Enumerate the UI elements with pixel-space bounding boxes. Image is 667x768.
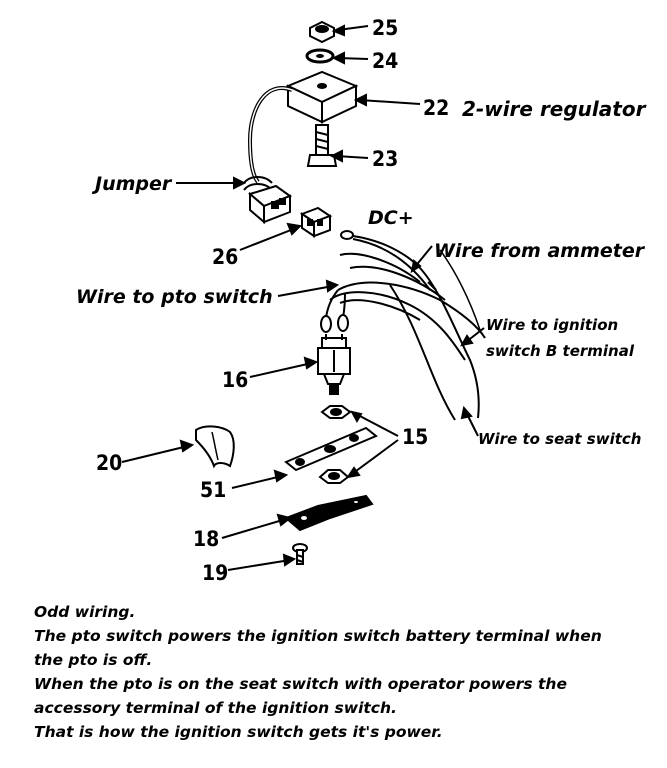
- jumper-connector: [247, 184, 293, 225]
- label-dc-plus: DC+: [368, 207, 414, 229]
- callout-15: 15: [402, 425, 428, 449]
- plate-part-18: [284, 494, 374, 532]
- wiring-notes: Odd wiring. The pto switch powers the ig…: [34, 600, 654, 744]
- label-wire-from-ammeter: Wire from ammeter: [434, 240, 646, 262]
- label-jumper: Jumper: [91, 173, 173, 195]
- callout-20: 20: [96, 451, 122, 475]
- nut-part-15-lower: [318, 469, 350, 484]
- callout-19: 19: [202, 561, 228, 585]
- callout-51: 51: [200, 478, 226, 502]
- note-line-3: the pto is off.: [34, 651, 153, 669]
- note-line-1: Odd wiring.: [34, 603, 136, 621]
- washer-part-24: [305, 48, 335, 64]
- callout-26: 26: [212, 245, 238, 269]
- connector-part-26: [299, 206, 333, 238]
- note-line-4: When the pto is on the seat switch with …: [34, 675, 567, 693]
- clip-part-20: [195, 425, 235, 469]
- callout-23: 23: [372, 147, 398, 171]
- label-wire-to-ignition-line1: Wire to ignition: [486, 316, 618, 334]
- callout-16: 16: [222, 368, 248, 392]
- parts-diagram: 25 24 22 23 26 16 15 20 51 18 19 2-wire …: [76, 16, 647, 585]
- pto-switch-part-16: [317, 334, 351, 395]
- label-wire-to-ignition-line2: switch B terminal: [486, 342, 635, 360]
- jumper-wire: [243, 86, 293, 191]
- regulator-part-22: [285, 70, 359, 124]
- callout-18: 18: [193, 527, 219, 551]
- note-line-6: That is how the ignition switch gets it'…: [34, 723, 443, 741]
- nut-part-25: [309, 20, 335, 44]
- label-wire-to-seat-switch: Wire to seat switch: [478, 430, 641, 448]
- leader-lines: [121, 24, 485, 571]
- label-regulator: 2-wire regulator: [462, 97, 647, 121]
- screw-part-19: [292, 543, 308, 565]
- label-wire-to-pto-switch: Wire to pto switch: [76, 286, 273, 308]
- bracket-part-51: [284, 426, 378, 472]
- note-line-2: The pto switch powers the ignition switc…: [34, 627, 602, 645]
- callout-22: 22: [423, 96, 449, 120]
- callout-24: 24: [372, 49, 398, 73]
- nut-part-15-upper: [320, 405, 352, 419]
- wiring-harness: [320, 230, 486, 421]
- bolt-part-23: [306, 124, 338, 167]
- note-line-5: accessory terminal of the ignition switc…: [34, 699, 397, 717]
- callout-25: 25: [372, 16, 398, 40]
